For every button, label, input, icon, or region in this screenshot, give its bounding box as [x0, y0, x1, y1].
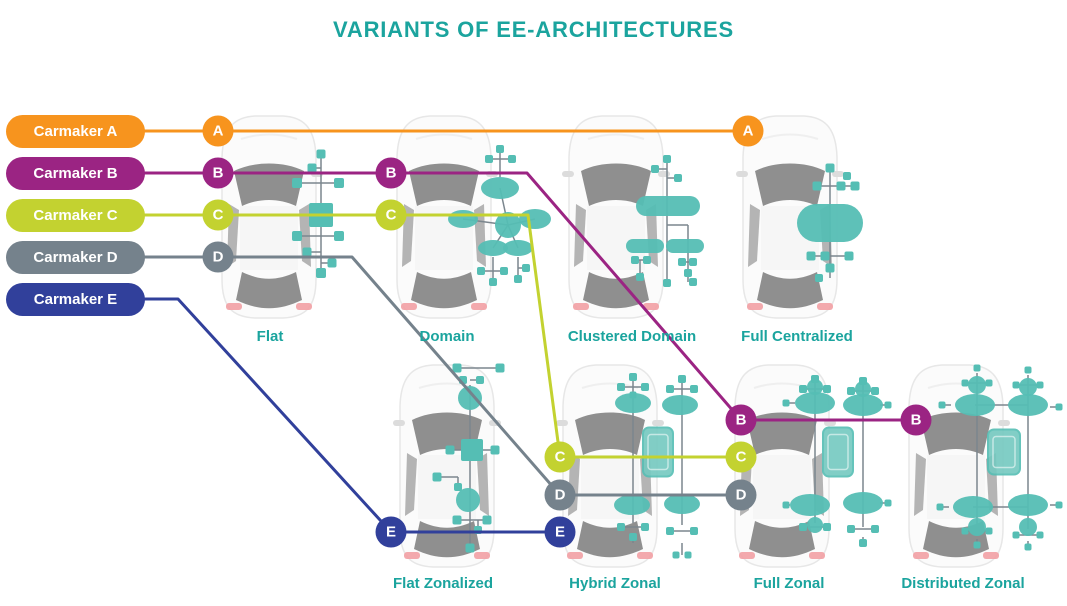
architecture-label-clustered-domain: Clustered Domain — [567, 328, 697, 345]
badge-d-hybrid-zonal: D — [544, 479, 576, 511]
badge-c-flat: C — [202, 199, 234, 231]
badge-a-flat: A — [202, 115, 234, 147]
badge-c-full-zonal: C — [725, 441, 757, 473]
architecture-label-hybrid-zonal: Hybrid Zonal — [569, 575, 661, 592]
car-clustered-domain — [562, 115, 670, 319]
architecture-label-domain: Domain — [419, 328, 475, 345]
car-full-zonal — [728, 364, 836, 568]
network-flat-zonalized — [432, 363, 505, 553]
architecture-label-distributed-zonal: Distributed Zonal — [901, 575, 1025, 592]
network-clustered-domain — [626, 155, 704, 287]
page-title: VARIANTS OF EE-ARCHITECTURES — [333, 17, 734, 42]
badge-b-distributed-zonal: B — [900, 404, 932, 436]
architecture-label-full-centralized: Full Centralized — [741, 328, 853, 345]
badge-c-domain: C — [375, 199, 407, 231]
badge-b-flat: B — [202, 157, 234, 189]
connection-line-b — [143, 171, 918, 422]
car-flat-zonalized — [393, 364, 501, 568]
architecture-label-flat-zonalized: Flat Zonalized — [392, 575, 493, 592]
carmaker-d-pill: Carmaker D — [6, 240, 145, 274]
connection-lines — [143, 129, 918, 534]
connection-line-e — [143, 297, 562, 534]
network-distributed-zonal — [936, 364, 1063, 551]
connection-line-c — [143, 213, 743, 459]
network-full-zonal — [782, 375, 892, 547]
badge-a-full-centralized: A — [732, 115, 764, 147]
carmaker-a-pill: Carmaker A — [6, 114, 145, 148]
network-hybrid-zonal — [614, 373, 700, 559]
architecture-label-full-zonal: Full Zonal — [753, 575, 825, 592]
badge-b-domain: B — [375, 157, 407, 189]
badge-d-flat: D — [202, 241, 234, 273]
badge-d-full-zonal: D — [725, 479, 757, 511]
badge-e-hybrid-zonal: E — [544, 516, 576, 548]
carmaker-b-pill: Carmaker B — [6, 156, 145, 190]
carmaker-c-pill: Carmaker C — [6, 198, 145, 232]
architecture-label-flat: Flat — [256, 328, 284, 345]
badge-e-flat-zonalized: E — [375, 516, 407, 548]
carmaker-e-pill: Carmaker E — [6, 282, 145, 316]
network-domain — [448, 145, 551, 286]
badge-b-full-zonal: B — [725, 404, 757, 436]
network-full-centralized — [797, 163, 863, 282]
badge-c-hybrid-zonal: C — [544, 441, 576, 473]
connection-line-d — [143, 255, 743, 497]
